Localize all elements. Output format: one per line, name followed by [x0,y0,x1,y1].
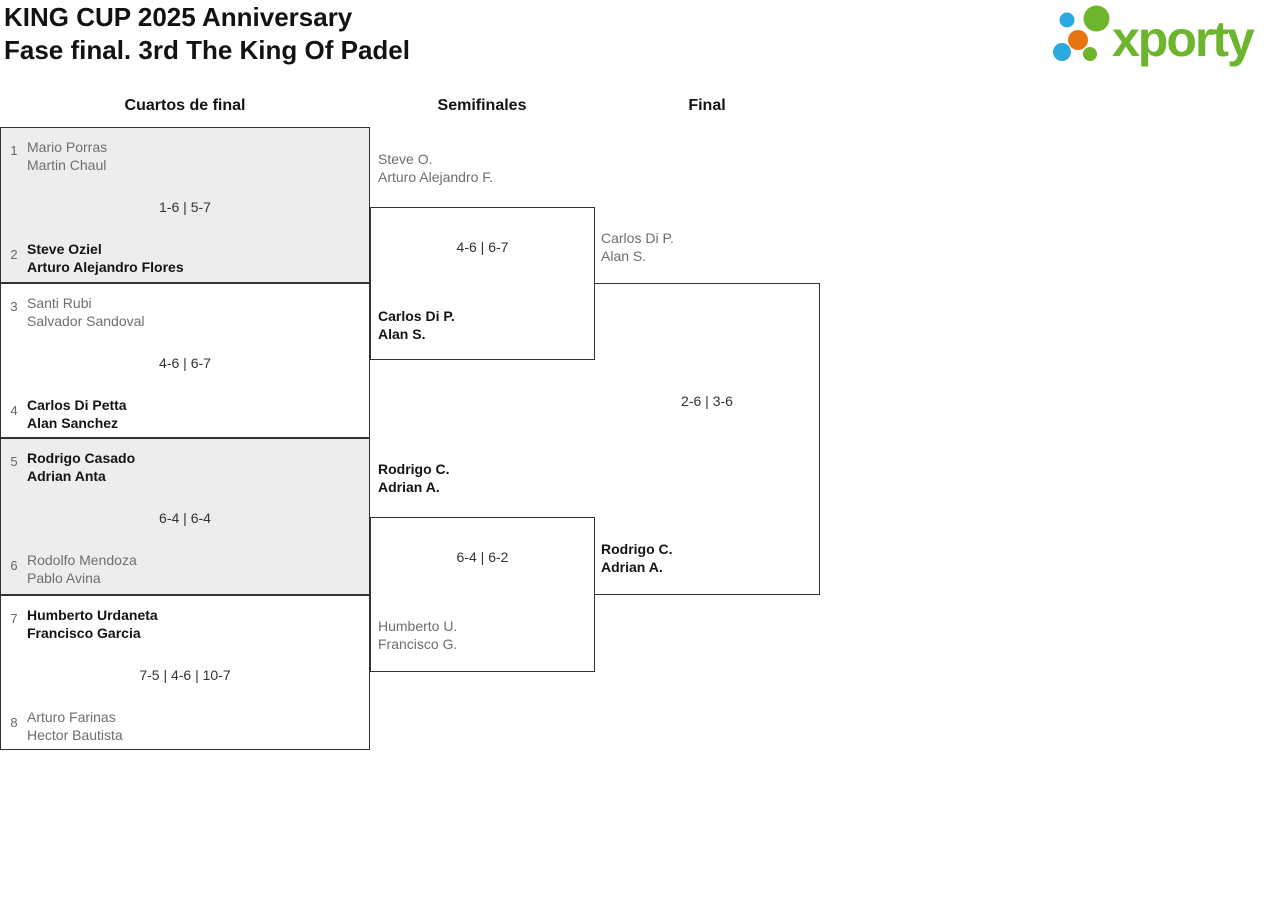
match-score: 1-6 | 5-7 [159,199,211,215]
player-name: Adrian A. [601,559,663,575]
team-qf3-top: Rodrigo Casado Adrian Anta [27,449,135,485]
team-qf2-bottom: Carlos Di Petta Alan Sanchez [27,396,127,432]
player-name: Rodrigo C. [601,541,673,557]
player-name: Carlos Di P. [601,230,674,246]
seed-number: 5 [10,454,18,469]
match-score: 2-6 | 3-6 [681,393,733,409]
team-sf2-top: Rodrigo C. Adrian A. [378,460,450,496]
player-name: Carlos Di P. [378,308,455,324]
player-name: Rodrigo Casado [27,450,136,466]
player-name: Humberto U. [378,618,458,634]
player-name: Carlos Di Petta [27,397,127,413]
seed-number: 4 [10,403,18,418]
team-qf1-bottom: Steve Oziel Arturo Alejandro Flores [27,240,184,276]
team-qf4-top: Humberto Urdaneta Francisco Garcia [27,606,158,642]
seed-number: 8 [10,715,18,730]
player-name: Alan S. [601,248,647,264]
player-name: Martin Chaul [27,157,107,173]
player-name: Arturo Alejandro Flores [27,259,184,275]
player-name: Francisco Garcia [27,625,141,641]
page-title: KING CUP 2025 Anniversary Fase final. 3r… [4,1,410,67]
quarterfinal-match-2: 3 Santi Rubi Salvador Sandoval 4-6 | 6-7… [0,283,370,438]
player-name: Adrian Anta [27,468,106,484]
player-name: Steve O. [378,151,433,167]
player-name: Adrian A. [378,479,440,495]
match-score: 6-4 | 6-4 [159,510,211,526]
column-header-final: Final [688,97,726,114]
team-qf1-top: Mario Porras Martin Chaul [27,138,107,174]
player-name: Rodrigo C. [378,461,450,477]
player-name: Mario Porras [27,139,108,155]
quarterfinal-match-1: 1 Mario Porras Martin Chaul 1-6 | 5-7 2 … [0,127,370,283]
match-score: 6-4 | 6-2 [456,549,509,565]
xporty-logo-wordmark: xporty [1112,11,1255,67]
column-header-semifinals: Semifinales [437,97,527,114]
player-name: Santi Rubi [27,295,92,311]
team-qf3-bottom: Rodolfo Mendoza Pablo Avina [27,551,137,587]
seed-number: 1 [10,143,18,158]
team-sf2-bottom: Humberto U. Francisco G. [378,617,457,653]
quarterfinal-match-3: 5 Rodrigo Casado Adrian Anta 6-4 | 6-4 6… [0,438,370,595]
player-name: Steve Oziel [27,241,102,257]
player-name: Alan S. [378,326,426,342]
player-name: Arturo Farinas [27,709,116,725]
player-name: Rodolfo Mendoza [27,552,137,568]
team-qf4-bottom: Arturo Farinas Hector Bautista [27,708,123,744]
tournament-name: KING CUP 2025 Anniversary [4,2,353,32]
phase-subtitle: Fase final. 3rd The King Of Padel [4,35,410,65]
player-name: Hector Bautista [27,727,123,743]
team-sf1-bottom: Carlos Di P. Alan S. [378,307,455,343]
match-score: 4-6 | 6-7 [456,239,509,255]
final-match: Carlos Di P. Alan S. 2-6 | 3-6 Rodrigo C… [595,230,820,595]
team-sf1-top: Steve O. Arturo Alejandro F. [378,150,493,186]
player-name: Arturo Alejandro F. [378,169,494,185]
semifinal-match-1: Steve O. Arturo Alejandro F. 4-6 | 6-7 C… [370,151,595,360]
column-header-quarterfinals: Cuartos de final [124,97,246,114]
player-name: Pablo Avina [27,570,101,586]
team-final-top: Carlos Di P. Alan S. [601,229,674,265]
xporty-logo[interactable]: xporty [1048,0,1280,70]
match-score: 4-6 | 6-7 [159,355,211,371]
seed-number: 6 [10,558,18,573]
team-qf2-top: Santi Rubi Salvador Sandoval [27,294,145,330]
player-name: Salvador Sandoval [27,313,145,329]
player-name: Francisco G. [378,636,458,652]
quarterfinal-match-4: 7 Humberto Urdaneta Francisco Garcia 7-5… [0,595,370,750]
seed-number: 2 [10,247,18,262]
team-final-bottom: Rodrigo C. Adrian A. [601,540,673,576]
player-name: Humberto Urdaneta [27,607,158,623]
player-name: Alan Sanchez [27,415,119,431]
xporty-logo-mark [1053,5,1110,61]
semifinal-match-2: Rodrigo C. Adrian A. 6-4 | 6-2 Humberto … [370,461,595,672]
seed-number: 3 [10,299,18,314]
match-score: 7-5 | 4-6 | 10-7 [139,667,231,683]
seed-number: 7 [10,611,18,626]
